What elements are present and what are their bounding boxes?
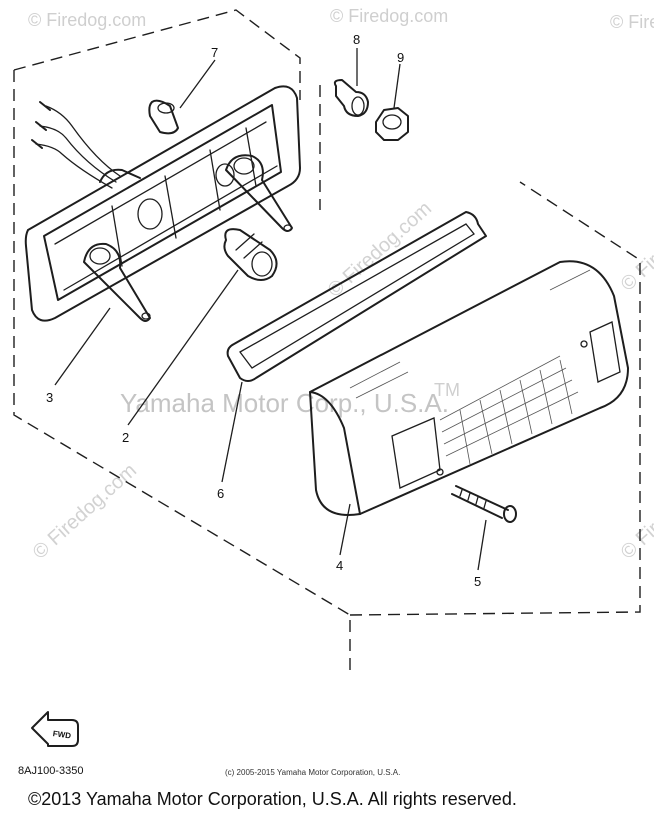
callout-4: 4 — [336, 558, 343, 573]
lens-hatch — [349, 269, 591, 465]
callout-9: 9 — [397, 50, 404, 65]
gasket — [226, 211, 487, 382]
callouts: 2 3 4 5 6 7 8 9 — [46, 32, 481, 589]
watermark-top-right: © Firedog.com — [610, 12, 654, 32]
watermark-yamaha: Yamaha Motor Corp., U.S.A. — [120, 388, 449, 418]
collar — [333, 79, 369, 117]
callout-2: 2 — [122, 430, 129, 445]
watermark-diagonal-left: © Firedog.com — [29, 459, 141, 563]
callout-6: 6 — [217, 486, 224, 501]
leader-lines — [54, 48, 487, 571]
lens — [309, 260, 629, 516]
fwd-label: FWD — [52, 729, 72, 740]
fwd-arrow: FWD — [31, 711, 79, 747]
watermark-diagonal-right-mid: © Firedog.com — [617, 191, 654, 295]
part-code: 8AJ100-3350 — [18, 765, 84, 777]
watermark-diagonal-right: © Firedog.com — [617, 459, 654, 563]
watermark-diagonal-center: © Firedog.com — [324, 197, 436, 301]
callout-7: 7 — [211, 45, 218, 60]
screw — [451, 485, 517, 523]
small-copyright: (c) 2005-2015 Yamaha Motor Corporation, … — [225, 768, 401, 777]
wiring-harness — [31, 101, 121, 189]
callout-3: 3 — [46, 390, 53, 405]
bulb — [223, 228, 278, 281]
watermark-top-center: © Firedog.com — [330, 6, 448, 26]
copyright-notice: ©2013 Yamaha Motor Corporation, U.S.A. A… — [28, 789, 517, 809]
callout-8: 8 — [353, 32, 360, 47]
nut — [375, 107, 409, 141]
watermark-tm: TM — [434, 380, 460, 400]
assembly-boundary — [13, 9, 641, 672]
lamp-housing — [24, 85, 301, 322]
callout-5: 5 — [474, 574, 481, 589]
grommet — [148, 99, 179, 135]
watermark-top-left: © Firedog.com — [28, 10, 146, 30]
